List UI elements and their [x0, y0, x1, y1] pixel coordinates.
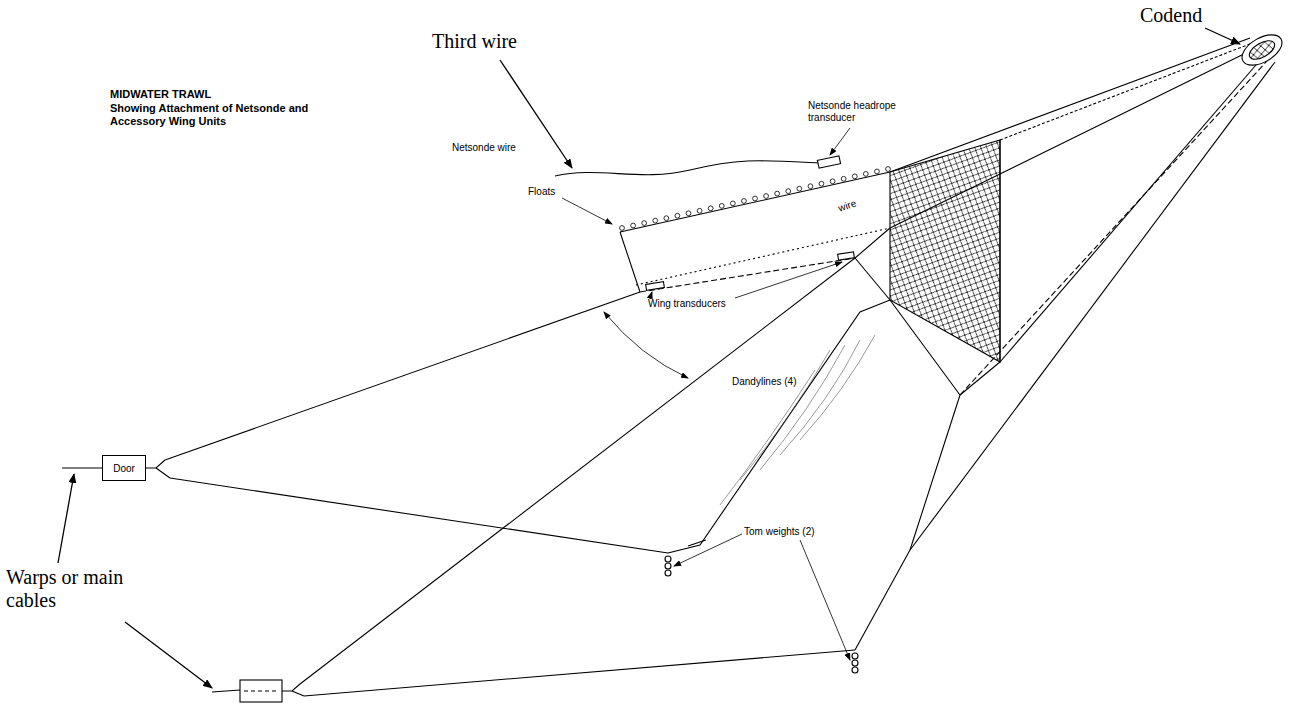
float — [730, 201, 735, 206]
codend-mesh — [1246, 37, 1277, 63]
part-label: Floats — [528, 186, 555, 197]
float — [875, 169, 880, 174]
leaders — [58, 28, 1240, 688]
leader-arrow — [1205, 28, 1240, 44]
wing-transducer — [838, 252, 855, 260]
float — [819, 181, 824, 186]
float — [764, 194, 769, 199]
leader-line — [830, 128, 850, 155]
float — [886, 167, 891, 172]
leader-arrow — [58, 474, 74, 563]
headrope-transducer — [817, 156, 840, 168]
wing-line — [640, 258, 855, 292]
net-edge — [855, 258, 890, 300]
lower-wing — [668, 300, 890, 553]
float — [830, 179, 835, 184]
leader-line — [562, 198, 612, 224]
net-seam — [1000, 58, 1262, 362]
diagram-title: MIDWATER TRAWL — [110, 88, 211, 100]
warp — [212, 690, 240, 692]
netsonde-wire — [555, 161, 820, 176]
float — [863, 172, 868, 177]
leader-line — [674, 534, 742, 566]
dandyline — [170, 478, 668, 553]
subtitle: Showing Attachment of Netsonde and Acces… — [110, 102, 310, 128]
dandyline-arc — [604, 312, 688, 378]
float — [808, 184, 813, 189]
door-board — [240, 680, 282, 702]
leader-line — [650, 292, 652, 298]
dandyline — [165, 292, 640, 460]
lower-wing — [890, 300, 960, 550]
part-label: Dandylines (4) — [730, 376, 798, 387]
door-bridle — [244, 690, 278, 691]
part-label: Codend — [1140, 4, 1202, 27]
float — [797, 186, 802, 191]
float — [653, 218, 658, 223]
leader-arrow — [125, 622, 212, 688]
lower-wing — [688, 540, 706, 546]
wing-edge — [855, 228, 890, 258]
floats — [620, 167, 891, 231]
door-box: Door — [102, 455, 146, 481]
leader-line — [800, 540, 850, 660]
door-fork — [146, 460, 170, 478]
part-label: Wing transducers — [648, 298, 726, 309]
part-label: Netsonde wire — [452, 142, 516, 153]
wing-edge — [620, 232, 640, 292]
float — [775, 191, 780, 196]
float — [620, 226, 625, 231]
net-seam — [960, 362, 1000, 395]
float — [841, 176, 846, 181]
float — [753, 196, 758, 201]
float — [675, 213, 680, 218]
panel-shading — [720, 335, 875, 505]
tom-weights — [665, 556, 858, 673]
door-label: Door — [113, 463, 135, 474]
part-label: Tom weights (2) — [744, 526, 815, 537]
float — [719, 203, 724, 208]
headline — [620, 172, 890, 232]
net — [62, 29, 1287, 702]
dandyline — [855, 550, 910, 650]
part-label: Third wire — [432, 30, 517, 53]
float — [697, 208, 702, 213]
mesh-panel — [890, 140, 1000, 362]
float — [852, 174, 857, 179]
wing-transducer — [646, 282, 665, 291]
net-seam — [1000, 42, 1255, 140]
float — [742, 199, 747, 204]
net-edge — [890, 38, 1250, 172]
part-label: Warps or main cables — [6, 566, 136, 612]
dandyline — [304, 650, 855, 696]
part-label: Netsonde headrope transducer — [808, 100, 908, 124]
leader-line — [735, 262, 842, 298]
float — [786, 189, 791, 194]
door-fork — [282, 684, 304, 696]
codend — [1237, 29, 1287, 72]
float — [642, 221, 647, 226]
float — [708, 206, 713, 211]
net-edge — [910, 62, 1275, 550]
wing-panel — [636, 228, 890, 285]
float — [664, 216, 669, 221]
float — [686, 211, 691, 216]
net-seam — [960, 60, 1268, 395]
part-label: wire — [835, 197, 860, 214]
net-seam — [999, 140, 1000, 362]
float — [631, 223, 636, 228]
dandyline — [300, 258, 855, 684]
warp — [62, 467, 102, 468]
